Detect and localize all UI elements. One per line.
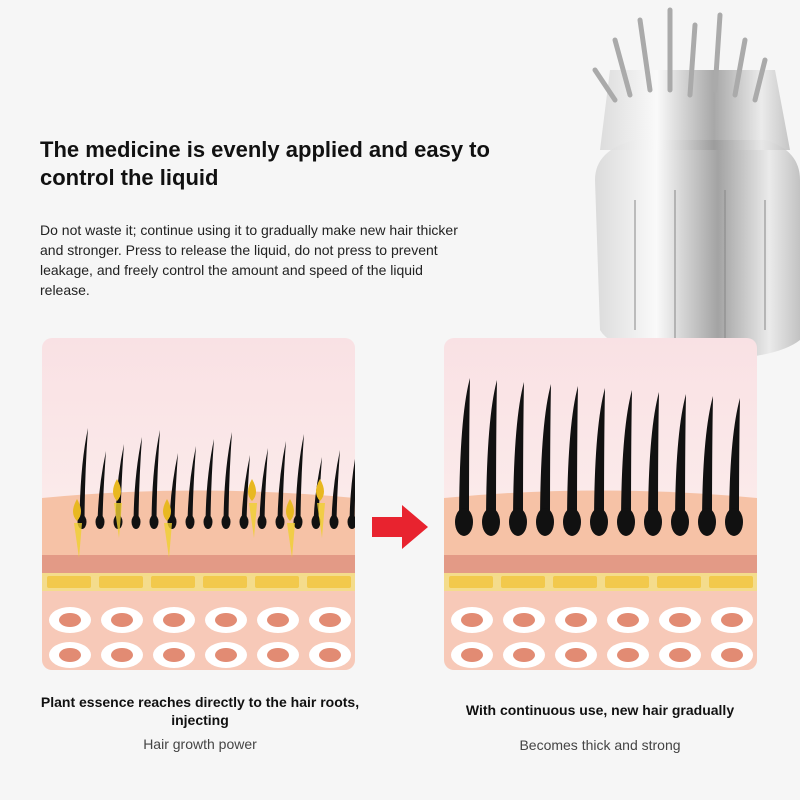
- arrow-right-icon: [372, 505, 428, 554]
- left-caption: Plant essence reaches directly to the ha…: [40, 694, 360, 728]
- left-subcaption: Hair growth power: [143, 736, 257, 752]
- before-illustration: [42, 338, 355, 670]
- applicator-device-image: [575, 0, 800, 370]
- description: Do not waste it; continue using it to gr…: [40, 222, 458, 298]
- right-caption: With continuous use, new hair gradually: [465, 702, 735, 718]
- after-illustration: [444, 338, 757, 670]
- right-subcaption: Becomes thick and strong: [519, 737, 681, 753]
- page-title: The medicine is evenly applied and easy …: [40, 137, 490, 190]
